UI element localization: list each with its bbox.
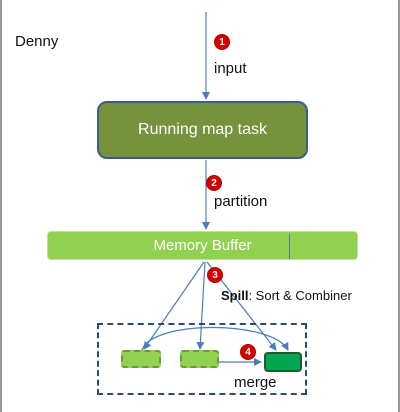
step-2-badge: 2 xyxy=(207,176,221,190)
merge-region xyxy=(97,323,307,395)
memory-buffer-node: Memory Buffer xyxy=(47,231,358,260)
spill-file-1 xyxy=(121,350,161,368)
merged-file xyxy=(264,352,302,372)
author-label: Denny xyxy=(15,33,59,50)
step-4-label: merge xyxy=(234,374,277,391)
spill-label-rest: : Sort & Combiner xyxy=(248,288,352,303)
step-3-badge: 3 xyxy=(208,268,222,282)
step-3-label: Spill: Sort & Combiner xyxy=(221,288,352,303)
step-4-badge: 4 xyxy=(241,345,255,359)
step-2-label: partition xyxy=(214,193,268,210)
step-1-badge: 1 xyxy=(215,35,229,49)
step-1-label: input xyxy=(214,60,247,77)
spill-file-2 xyxy=(180,350,219,368)
map-task-node: Running map task xyxy=(97,101,308,159)
map-task-label: Running map task xyxy=(138,121,267,138)
memory-buffer-label: Memory Buffer xyxy=(153,237,252,254)
spill-label-bold: Spill xyxy=(221,288,249,303)
buffer-threshold-mark xyxy=(289,234,290,259)
